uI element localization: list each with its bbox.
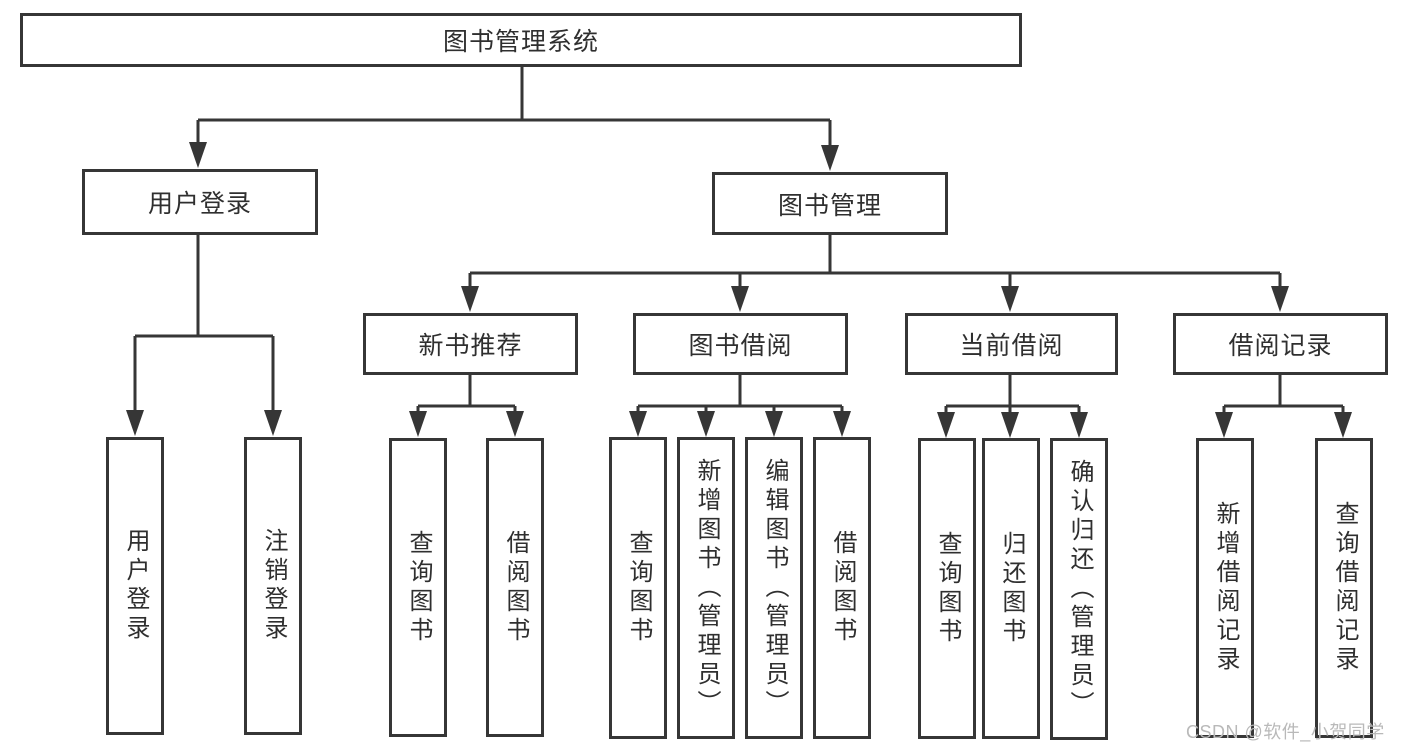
node-root: 图书管理系统: [20, 13, 1022, 67]
node-borrow-records: 借阅记录: [1173, 313, 1388, 375]
node-borrowing: 图书借阅: [633, 313, 848, 375]
arrowheads-newbooks-leaves: [409, 411, 524, 437]
node-root-label: 图书管理系统: [442, 28, 599, 56]
leaf-records-add-label: 新增借阅记录: [1212, 501, 1239, 675]
node-book-management: 图书管理: [712, 172, 948, 235]
leaf-borrowing-query-label: 查询图书: [625, 530, 652, 646]
arrowheads-userlogin-leaves: [126, 410, 282, 436]
leaf-newbooks-query-label: 查询图书: [405, 529, 432, 646]
connector-bookmgmt-to-level3: [468, 235, 1282, 290]
node-user-login-label: 用户登录: [147, 190, 252, 218]
leaf-newbooks-borrow: 借阅图书: [486, 438, 544, 737]
connector-borrowing-to-leaves: [636, 375, 844, 415]
leaf-user-login: 用户登录: [106, 437, 164, 735]
leaf-user-login-label: 用户登录: [122, 528, 149, 644]
node-user-login: 用户登录: [82, 169, 318, 235]
node-borrowing-label: 图书借阅: [688, 332, 793, 360]
leaf-logout: 注销登录: [244, 437, 302, 735]
arrowheads-level3: [461, 286, 1289, 312]
leaf-newbooks-borrow-label: 借阅图书: [502, 529, 529, 646]
node-book-management-label: 图书管理: [777, 191, 882, 220]
connector-records-to-leaves: [1222, 375, 1345, 415]
leaf-current-confirm-return-label: 确认归还（管理员）: [1066, 458, 1093, 720]
leaf-borrowing-add-label: 新增图书（管理员）: [693, 457, 720, 719]
connector-newbooks-to-leaves: [416, 375, 517, 415]
connector-current-to-leaves: [944, 375, 1081, 415]
leaf-newbooks-query: 查询图书: [389, 438, 447, 737]
arrowheads-records-leaves: [1215, 412, 1352, 438]
connector-root-to-level2: [196, 67, 832, 149]
node-new-books: 新书推荐: [363, 313, 578, 375]
leaf-logout-label: 注销登录: [260, 528, 287, 644]
node-current-borrowing-label: 当前借阅: [959, 332, 1064, 360]
leaf-borrowing-add: 新增图书（管理员）: [677, 437, 735, 739]
leaf-records-add: 新增借阅记录: [1196, 438, 1254, 738]
leaf-records-query-label: 查询借阅记录: [1331, 501, 1358, 675]
arrowheads-borrowing-leaves: [629, 411, 851, 437]
leaf-records-query: 查询借阅记录: [1315, 438, 1373, 738]
leaf-current-query: 查询图书: [918, 438, 976, 739]
leaf-borrowing-borrow-label: 借阅图书: [829, 530, 856, 646]
node-new-books-label: 新书推荐: [418, 332, 523, 360]
node-borrow-records-label: 借阅记录: [1228, 332, 1333, 360]
leaf-current-return-label: 归还图书: [998, 530, 1025, 647]
leaf-current-query-label: 查询图书: [934, 530, 961, 647]
arrowheads-level2: [189, 142, 839, 171]
leaf-borrowing-edit-label: 编辑图书（管理员）: [761, 457, 788, 719]
node-current-borrowing: 当前借阅: [905, 313, 1118, 375]
arrowheads-current-leaves: [937, 412, 1088, 438]
leaf-borrowing-edit: 编辑图书（管理员）: [745, 437, 803, 739]
leaf-borrowing-query: 查询图书: [609, 437, 667, 739]
leaf-current-confirm-return: 确认归还（管理员）: [1050, 438, 1108, 740]
leaf-borrowing-borrow: 借阅图书: [813, 437, 871, 739]
connector-userlogin-to-leaves: [133, 235, 275, 414]
leaf-current-return: 归还图书: [982, 438, 1040, 739]
csdn-watermark: CSDN @软件_小贺同学: [1186, 722, 1385, 742]
